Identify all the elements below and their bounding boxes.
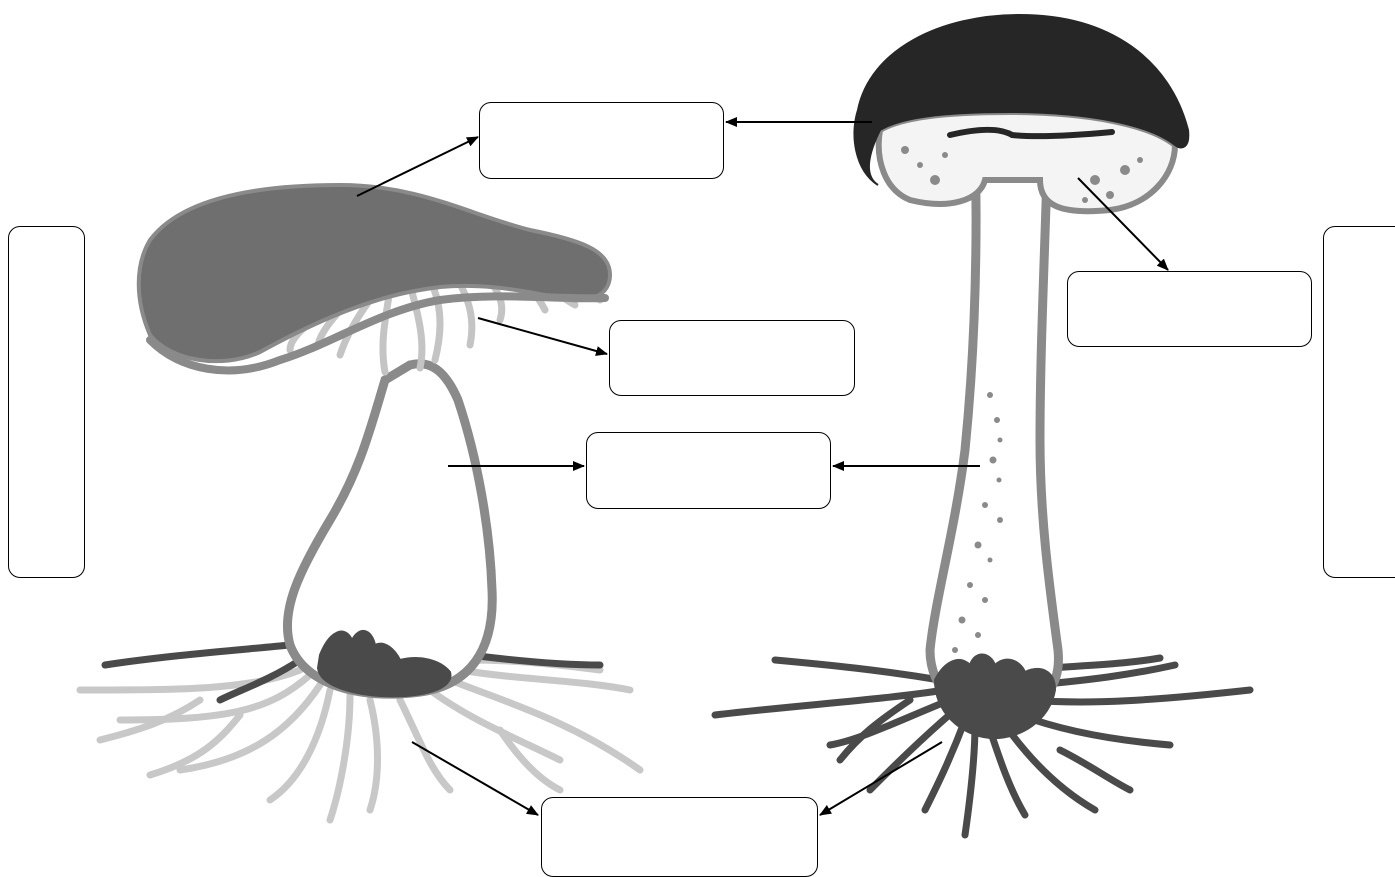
arrow-right-mycelium (820, 742, 942, 815)
left-mushroom-name-box[interactable] (8, 226, 85, 578)
mycelium-label-box[interactable] (541, 797, 818, 877)
stem-label-box[interactable] (586, 432, 831, 509)
left-stem (287, 364, 492, 694)
right-gills-label-box[interactable] (1067, 271, 1312, 347)
right-mushroom (715, 15, 1250, 835)
right-mushroom-name-box[interactable] (1323, 226, 1395, 578)
arrow-left-cap (357, 137, 478, 196)
left-mushroom (80, 185, 640, 820)
arrow-left-gills (478, 318, 607, 354)
right-stem (930, 140, 1058, 712)
gills-label-box[interactable] (609, 320, 855, 396)
cap-label-box[interactable] (479, 102, 724, 179)
